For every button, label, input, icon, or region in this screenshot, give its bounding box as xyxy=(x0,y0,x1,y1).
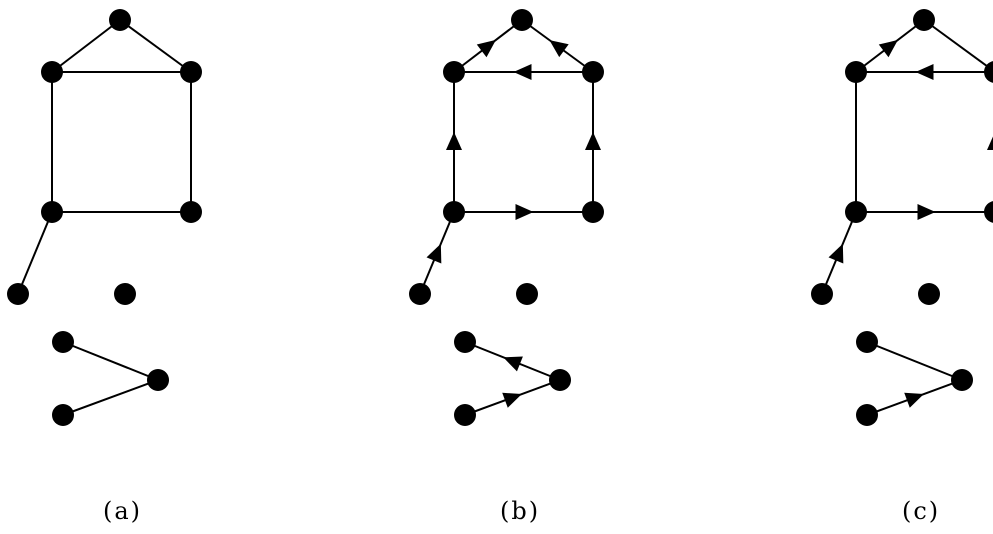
node-n2 xyxy=(41,61,63,83)
node-n10 xyxy=(856,404,878,426)
node-n1 xyxy=(511,9,533,31)
arrowhead-n5-n3 xyxy=(987,132,993,150)
edge-n1-n3 xyxy=(119,19,192,73)
edge-n8-n9 xyxy=(62,341,159,381)
panel-c-graph xyxy=(811,9,993,426)
node-n4 xyxy=(845,201,867,223)
edge-n10-n9 xyxy=(62,379,159,416)
arrowhead-n9-n8 xyxy=(503,356,523,372)
arrowhead-n4-n5 xyxy=(917,204,936,220)
arrowhead-n2-n1 xyxy=(878,39,898,58)
edge-n1-n2 xyxy=(51,19,121,73)
edge-n4-n6 xyxy=(17,211,53,295)
panel-a-graph xyxy=(7,9,202,426)
node-n3 xyxy=(582,61,604,83)
arrowhead-n6-n4 xyxy=(426,243,442,264)
node-n9 xyxy=(147,369,169,391)
node-n8 xyxy=(454,331,476,353)
node-n3 xyxy=(180,61,202,83)
node-n5 xyxy=(984,201,993,223)
node-n5 xyxy=(582,201,604,223)
edge-n1-n3 xyxy=(923,19,993,72)
node-n1 xyxy=(109,9,131,31)
node-n3 xyxy=(984,61,993,83)
arrowhead-n4-n5 xyxy=(515,204,534,220)
node-n2 xyxy=(443,61,465,83)
caption-a: (a) xyxy=(103,497,143,525)
arrowhead-n3-n2 xyxy=(513,64,532,80)
node-n6 xyxy=(811,283,833,305)
caption-b: (b) xyxy=(500,497,541,525)
caption-c: (c) xyxy=(902,497,941,525)
panel-b-graph xyxy=(409,9,604,426)
arrowhead-n5-n3 xyxy=(585,132,601,150)
node-n7 xyxy=(114,283,136,305)
arrowhead-n2-n1 xyxy=(476,39,496,58)
node-n7 xyxy=(516,283,538,305)
node-n8 xyxy=(856,331,878,353)
arrowhead-n3-n1 xyxy=(549,40,569,58)
node-n6 xyxy=(409,283,431,305)
node-n6 xyxy=(7,283,29,305)
node-n10 xyxy=(454,404,476,426)
node-n5 xyxy=(180,201,202,223)
arrowhead-n10-n9 xyxy=(904,392,924,408)
node-n4 xyxy=(443,201,465,223)
node-n8 xyxy=(52,331,74,353)
node-n1 xyxy=(913,9,935,31)
edge-n8-n9 xyxy=(866,341,963,381)
node-n7 xyxy=(918,283,940,305)
node-n4 xyxy=(41,201,63,223)
arrowhead-n4-n2 xyxy=(446,132,462,150)
node-n10 xyxy=(52,404,74,426)
arrowhead-n3-n2 xyxy=(915,64,934,80)
arrowhead-n6-n4 xyxy=(828,243,844,264)
node-n9 xyxy=(549,369,571,391)
arrowhead-n10-n9 xyxy=(502,392,522,408)
node-n2 xyxy=(845,61,867,83)
node-n9 xyxy=(951,369,973,391)
